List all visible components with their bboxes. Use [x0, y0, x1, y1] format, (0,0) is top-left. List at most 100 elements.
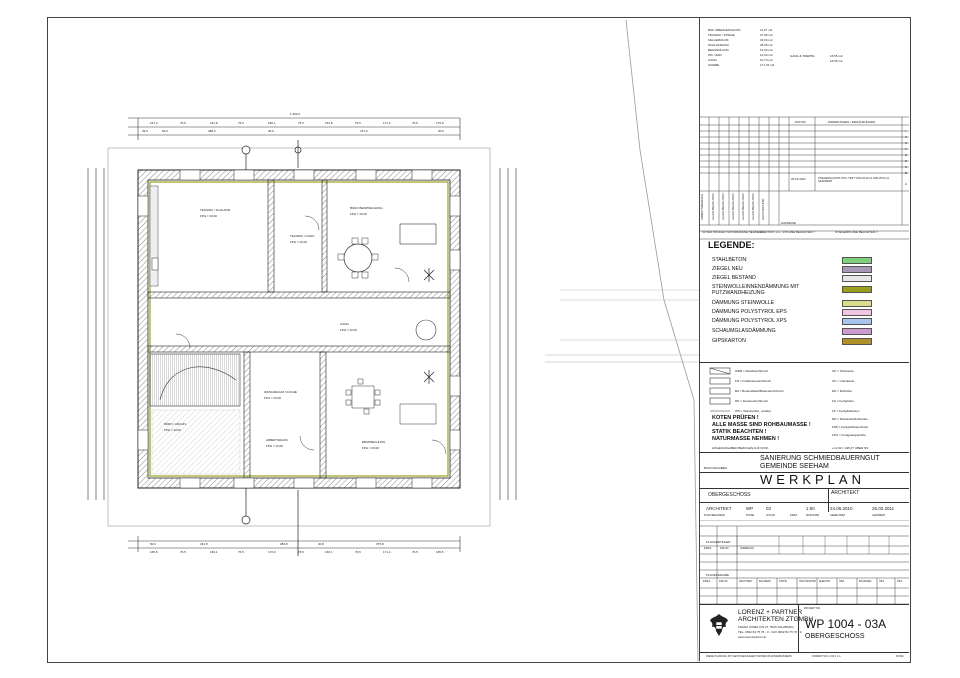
- firm-address: FRANZ JOSEF KAI 27, 5020 SALZBURG: [738, 625, 794, 629]
- tb-value: ARCHITEKT: [706, 506, 732, 511]
- legend-label: STAHLBETON:: [712, 257, 748, 263]
- plan-title: OBERGESCHOSS: [805, 633, 865, 640]
- dim-label: 76,5: [412, 121, 418, 125]
- change-entry-date: 25.02.2011: [791, 177, 806, 181]
- neighbour-outline: [625, 19, 699, 663]
- dim-label: 50,0: [162, 129, 168, 133]
- stat-label: GANG & TREPPE: [790, 54, 815, 58]
- change-letter: A: [905, 182, 908, 186]
- stat-value: 171,43 m2: [760, 63, 775, 67]
- divider: [699, 652, 909, 653]
- stat-label: WC / BAD: [708, 53, 722, 57]
- dim-label: 76,5: [298, 121, 304, 125]
- plan-format: FORMAT 59,4 x 84,1 cm: [812, 655, 841, 658]
- divider: [699, 362, 909, 363]
- footer-right: DATEI: [896, 655, 904, 658]
- tb-value: WP: [746, 506, 754, 511]
- legend-swatch: [842, 275, 872, 282]
- check-row-3: STIEGENPLÄNE BEACHTEN !!: [835, 230, 878, 234]
- dim-label: 477,0: [360, 129, 368, 133]
- tb-caption: MASSSTAB: [806, 514, 819, 517]
- abbrev-item: DD = Deckendurchbruch: [735, 399, 768, 403]
- abbrev-item: WS = Wandschlitz, vertikal: [735, 409, 771, 413]
- check-col: ALLES BEACHTEN: [731, 193, 735, 220]
- col-header: DATUM: [719, 580, 728, 583]
- dimension-chain-bottom: [128, 536, 461, 552]
- dim-label: 76,5: [238, 550, 244, 554]
- stat-label: BGF OBERGESCHOSS: [708, 28, 741, 32]
- legend-label: ZIEGEL NEU: [712, 266, 743, 272]
- legend-swatch: [842, 266, 872, 273]
- divider: [699, 488, 909, 489]
- divider: [798, 604, 799, 652]
- section-planverteiler: PLANVERTEILER: [706, 540, 731, 544]
- change-letter: I: [905, 129, 906, 133]
- stat-value: 33,64 m2: [760, 38, 773, 42]
- height-note: HÖHENANGABEN BEZOGEN AUF FFOK: [712, 446, 769, 450]
- abbrev-item: WDB = Wanddurchbruch: [735, 369, 769, 373]
- warning-text: NATURMASSE NEHMEN !: [712, 436, 780, 442]
- legend-label: DÄMMUNG STEINWOLLE: [712, 300, 775, 306]
- divider: [828, 488, 829, 512]
- dim-label: 169,1: [210, 550, 218, 554]
- check-col: ALLES BEACHTEN: [741, 193, 745, 220]
- dim-label: 431,8: [200, 542, 208, 546]
- col-header: STATIK: [779, 580, 788, 583]
- stat-value: 36,96 m2: [760, 43, 773, 47]
- room-name: ARBEITSRAUM: [266, 438, 288, 442]
- changes-date-header: DATUM: [795, 120, 806, 124]
- firm-web: www.lorenzpartner.at: [738, 635, 767, 639]
- legend-swatch: [842, 328, 872, 335]
- room-name: TECHNIK / SCHLAFZI.: [200, 208, 232, 212]
- abbrev-item: BA = Bodenablauf/Bodendurchbruch: [735, 389, 784, 393]
- dim-label: 171,4: [383, 550, 391, 554]
- stat-value: 27,96 m2: [760, 33, 773, 37]
- tb-value: 1:50: [806, 506, 815, 511]
- check-row-1: KOTEN PRÜFEN, NATURMASSE NEHMEN !!: [702, 230, 765, 234]
- tb-value: 03: [766, 506, 772, 511]
- staircase: [149, 353, 241, 407]
- dim-label: 166,1: [325, 550, 333, 554]
- distribution-grid: [699, 520, 909, 605]
- col-header: ÖB 2: [897, 580, 903, 583]
- tb-architect-label: ARCHITEKT: [831, 490, 860, 496]
- room-info: FPH = ±0,00: [200, 214, 217, 218]
- stat-value: 12,00 m2: [760, 53, 773, 57]
- check-col: ALLES BEACHTEN: [751, 193, 755, 220]
- divider: [699, 452, 909, 453]
- dim-label: 76,5: [298, 550, 304, 554]
- legend-label: STEINWOLLEINNENDÄMMUNG MIT PUTZWANDHEIZU…: [712, 284, 800, 296]
- abbrev-item: OK = Oberkante: [832, 369, 854, 373]
- stat-label: TECHNIK / STIEGE: [708, 33, 735, 37]
- divider: [699, 604, 909, 605]
- col-header: INDEX: [703, 580, 711, 583]
- tb-caption: GEÄNDERT: [872, 514, 886, 517]
- change-letter: H: [905, 135, 908, 139]
- abbrev-symbols: [709, 367, 731, 412]
- legend-swatch: [842, 309, 872, 316]
- legend-swatch: [842, 338, 872, 345]
- footer-left: DIESE PLANUNG IST GEISTIGES EIGENTUM DES…: [706, 655, 792, 658]
- dim-label: 76,5: [355, 121, 361, 125]
- abbrev-item: FH = Fertighöhe: [832, 399, 854, 403]
- dim-label: 171,4: [383, 121, 391, 125]
- dim-label: 375,8: [376, 542, 384, 546]
- stat-label: BEHANDLUNG: [708, 48, 729, 52]
- warning-text: STATIK BEACHTEN !: [712, 429, 767, 435]
- room-name: WASCHRAUM / KÜCHE: [264, 390, 297, 394]
- abbrev-item: FFB = Fertigfußbodenhöhe: [832, 425, 869, 429]
- firm-contact: TEL. 0662 84 75 76 - 0 · FAX 0662 84 75 …: [738, 630, 802, 634]
- room-info: FPH = ±0,00: [340, 328, 357, 332]
- col-header: ÖB 1: [879, 580, 885, 583]
- room-name: GANG: [340, 322, 349, 326]
- warning-text: KOTEN PRÜFEN !: [712, 415, 759, 421]
- check-row-2: ELEKTRO: H.1. /3 PLÄNE BEACHTEN !!: [760, 230, 815, 234]
- legend-label: GIPSKARTON: [712, 338, 746, 344]
- change-entry-text: STIEGENSCHNITT POS. TEXT VOM 24.02.11 UN…: [818, 177, 889, 183]
- table-lower-right: [345, 378, 437, 425]
- dim-label: 76,5: [412, 550, 418, 554]
- room-name: BÜRO BESPRECHUNG: [350, 206, 383, 210]
- dim-label: 165,8: [150, 550, 158, 554]
- change-letter: F: [905, 147, 907, 151]
- legend-swatch: [842, 257, 872, 264]
